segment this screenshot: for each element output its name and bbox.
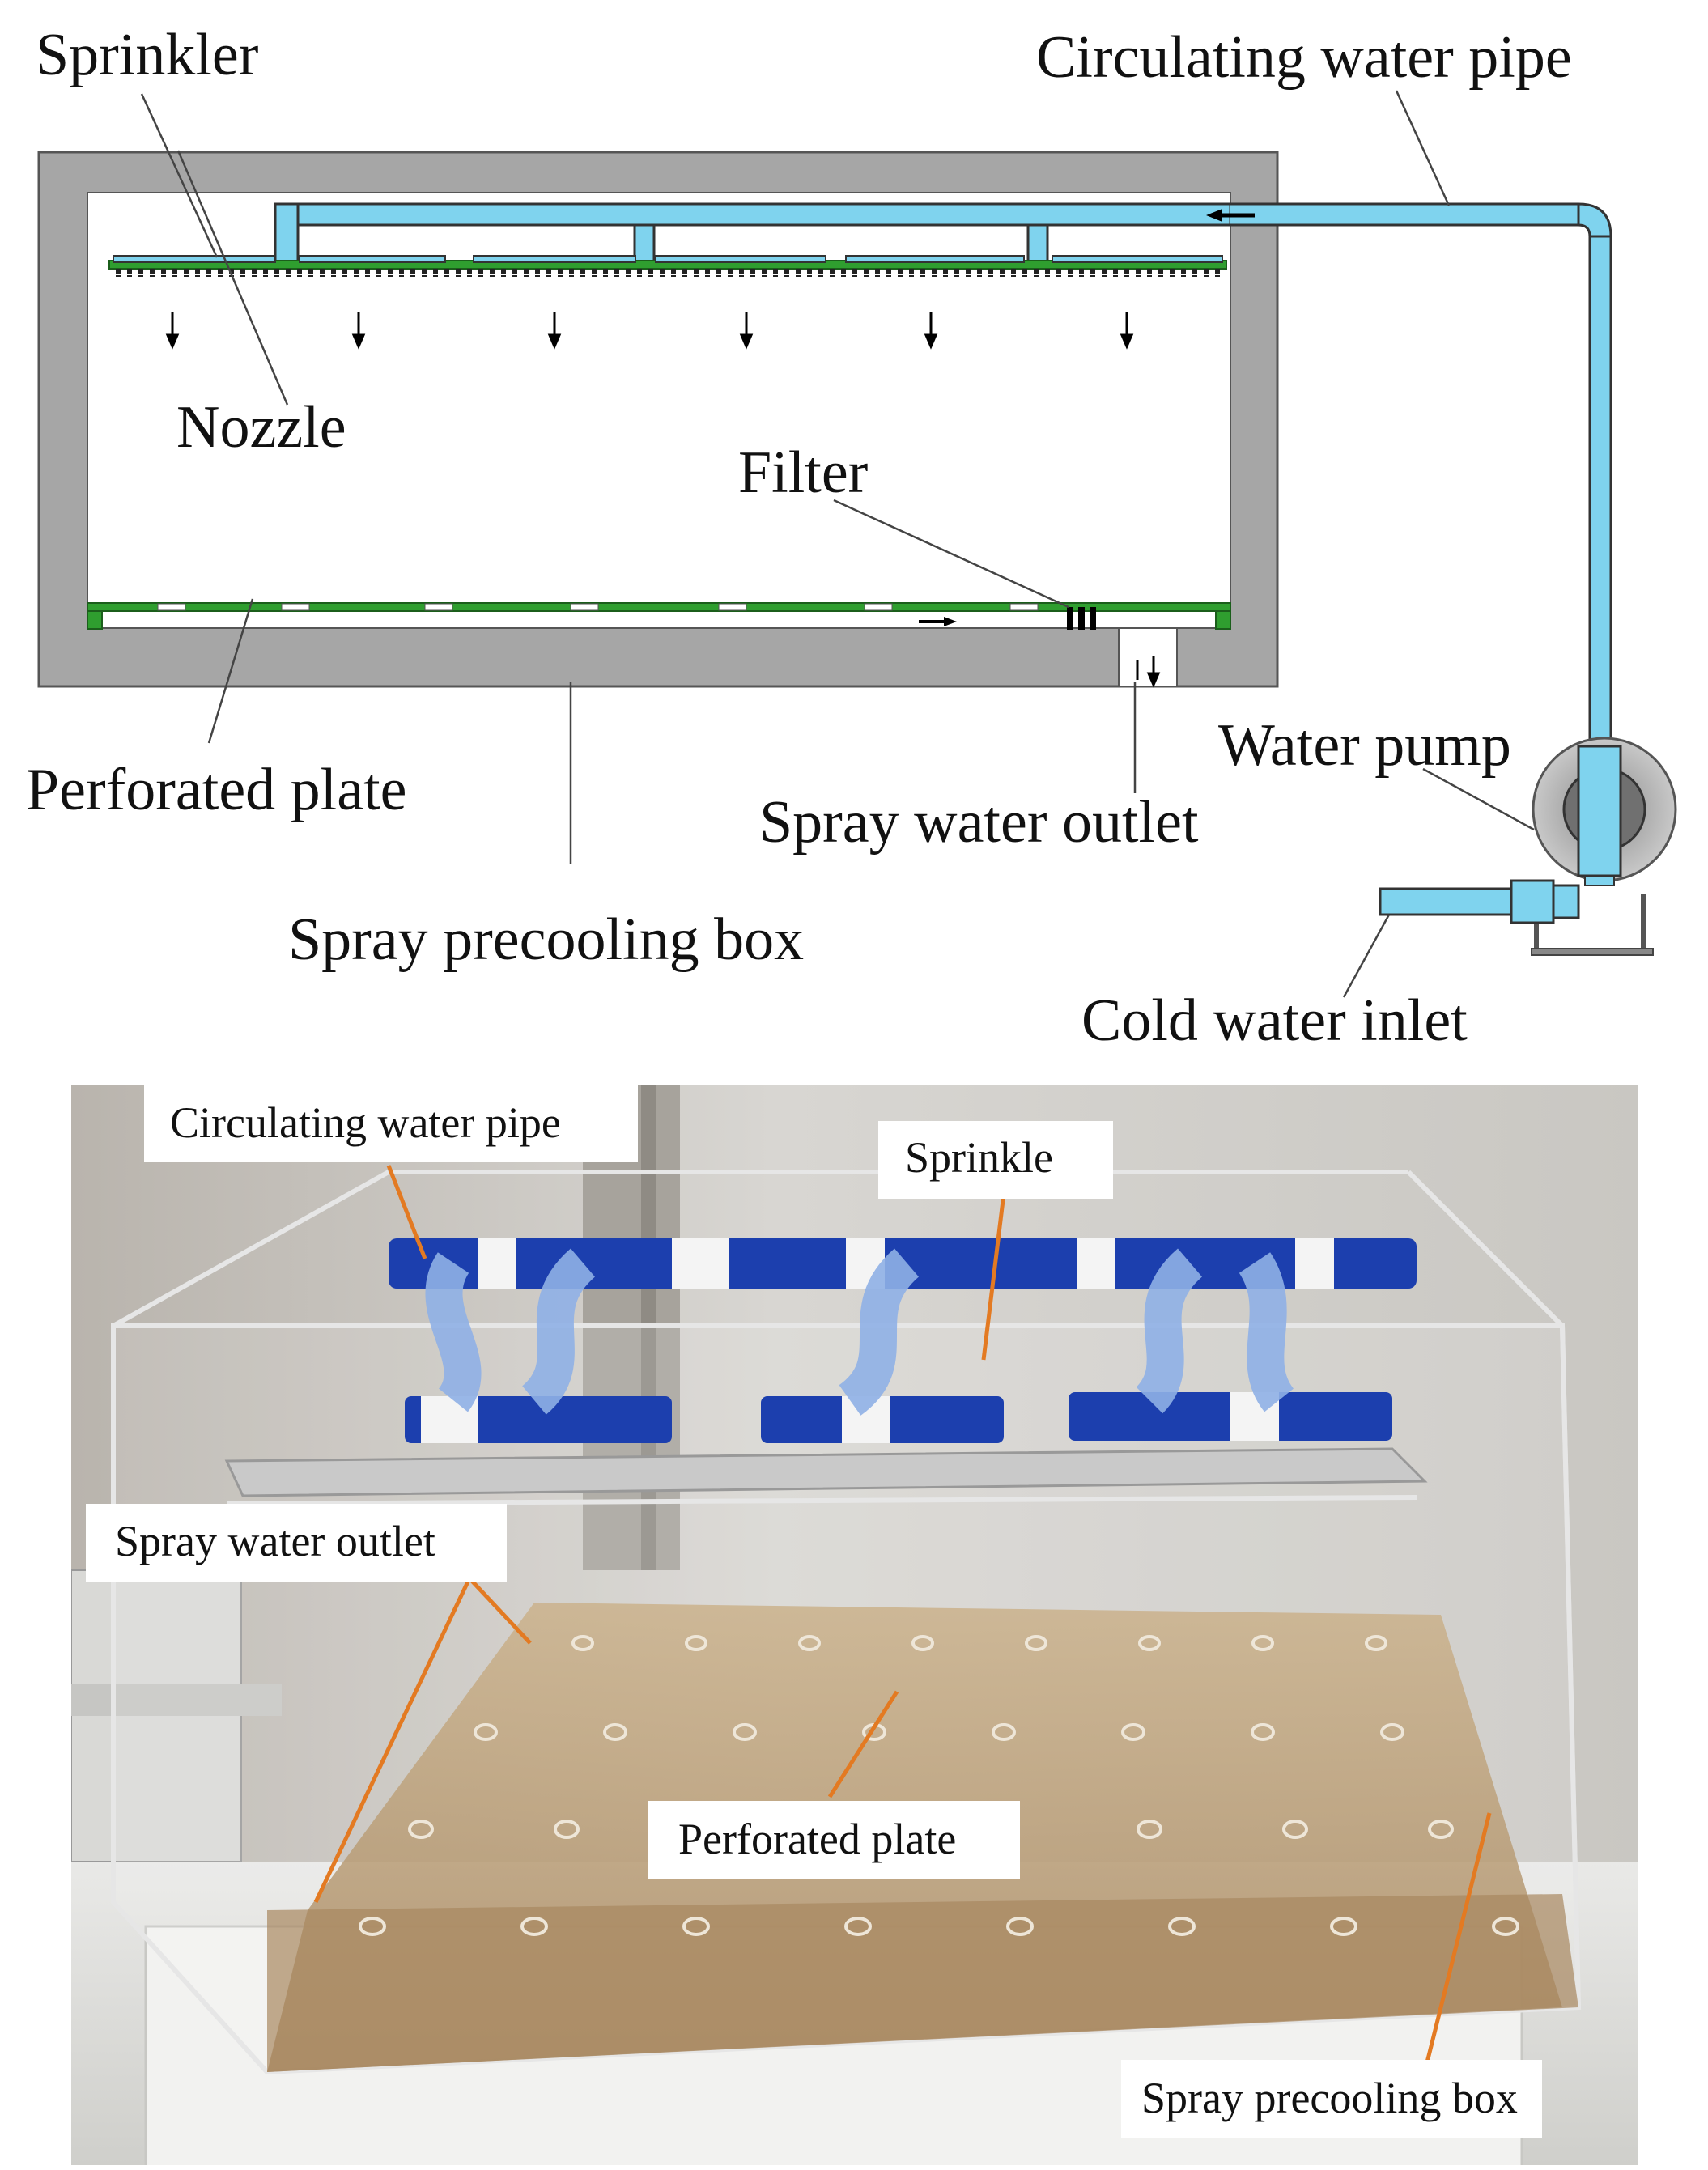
photo-label-spray-water-outlet: Spray water outlet <box>115 1517 435 1565</box>
filter <box>1067 607 1096 630</box>
label-spray-water-outlet: Spray water outlet <box>759 789 1199 856</box>
label-sprinkler: Sprinkler <box>36 22 258 88</box>
photo-circulating-pipe <box>389 1238 1417 1443</box>
leader-lines <box>140 90 1535 998</box>
label-spray-precooling-box: Spray precooling box <box>288 907 804 973</box>
label-circulating-water-pipe: Circulating water pipe <box>1036 24 1572 91</box>
label-filter: Filter <box>738 440 868 506</box>
label-perforated-plate: Perforated plate <box>26 757 407 823</box>
photo-label-sprinkle: Sprinkle <box>905 1133 1053 1182</box>
water-pump <box>1379 737 1677 956</box>
label-nozzle: Nozzle <box>176 394 346 461</box>
perforated-plate <box>87 602 1231 630</box>
spray-arrows <box>165 312 1134 350</box>
schematic: Sprinkler Circulating water pipe Nozzle … <box>26 22 1677 1054</box>
label-cold-water-inlet: Cold water inlet <box>1081 987 1468 1054</box>
outlet-arrows <box>1136 656 1161 688</box>
photo-leader-lines <box>313 1165 1492 2073</box>
flow-arrow-bottom <box>919 617 957 626</box>
label-water-pump: Water pump <box>1218 712 1511 779</box>
photo-label-circulating-water-pipe: Circulating water pipe <box>170 1098 561 1147</box>
photo-label-perforated-plate: Perforated plate <box>678 1815 956 1863</box>
photo: Circulating water pipe Sprinkle Spray wa… <box>71 1085 1638 2165</box>
sprinkler <box>108 255 1227 277</box>
photo-label-boxes <box>86 1085 1542 2138</box>
flow-arrow-pipe <box>1206 209 1255 222</box>
photo-label-spray-precooling-box: Spray precooling box <box>1141 2074 1518 2122</box>
